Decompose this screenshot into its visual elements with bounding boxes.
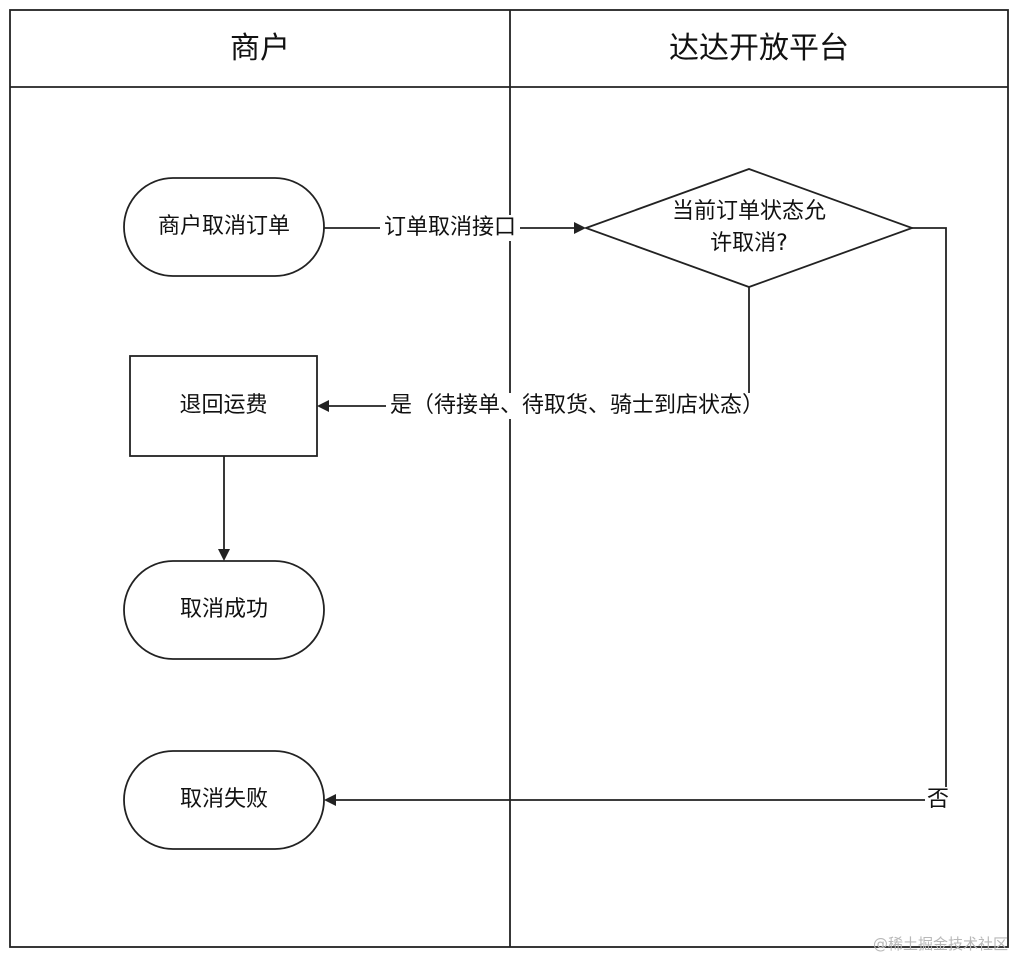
edge-no bbox=[324, 227, 947, 806]
node-cancel-order-shape bbox=[123, 177, 325, 277]
lane-title-merchant: 商户 bbox=[230, 31, 290, 66]
lane-title-platform: 达达开放平台 bbox=[669, 31, 849, 66]
node-check-status-line2: 许取消? bbox=[710, 231, 788, 256]
node-check-status: 当前订单状态允 许取消? bbox=[620, 190, 878, 266]
node-cancel-order: 商户取消订单 bbox=[157, 214, 290, 239]
node-check-status-line1: 当前订单状态允 bbox=[671, 199, 826, 224]
watermark: @稀土掘金技术社区 bbox=[872, 935, 1008, 953]
node-cancel-success-shape bbox=[123, 560, 325, 660]
edge-label-yes: 是（待接单、待取货、骑士到店状态） bbox=[386, 393, 769, 419]
edge-yes bbox=[317, 287, 750, 412]
node-cancel-fail: 取消失败 bbox=[179, 787, 268, 812]
edge-label-no: 否 bbox=[925, 787, 952, 813]
node-cancel-success: 取消成功 bbox=[179, 597, 268, 622]
node-refund-fee: 退回运费 bbox=[179, 393, 268, 418]
edge-label-api: 订单取消接口 bbox=[380, 215, 521, 241]
diagram-frame bbox=[9, 9, 1009, 948]
